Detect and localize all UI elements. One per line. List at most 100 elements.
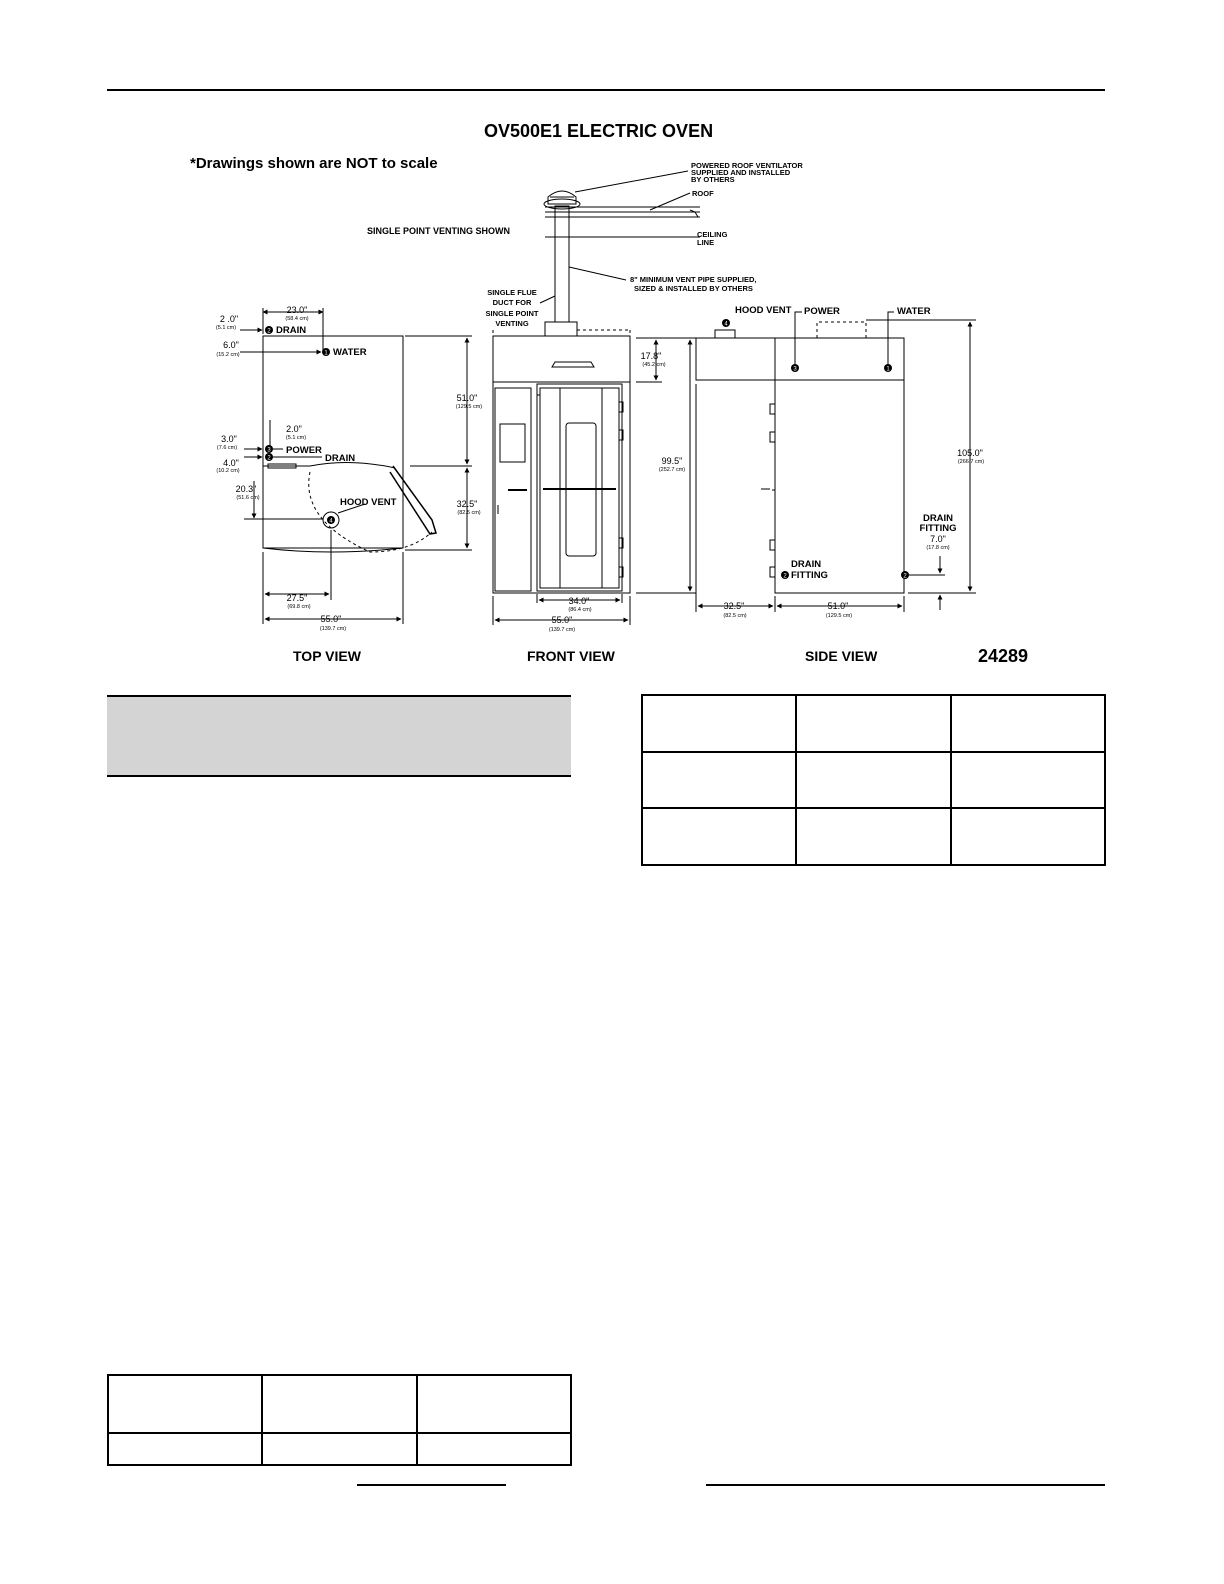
svg-text:POWERED ROOF VENTILATOR: POWERED ROOF VENTILATOR	[691, 161, 803, 170]
svg-text:3: 3	[793, 367, 797, 373]
front-view-labels: 17.8" (45.2 cm) 99.5" (252.7 cm) 34.0" (…	[549, 351, 685, 633]
svg-text:1: 1	[886, 367, 890, 373]
svg-text:SINGLE POINT VENTING SHOWN: SINGLE POINT VENTING SHOWN	[367, 226, 510, 236]
table-cell	[415, 1432, 573, 1466]
svg-text:6.0": 6.0"	[223, 340, 239, 350]
grey-header-block	[107, 695, 571, 777]
svg-text:(15.2 cm): (15.2 cm)	[216, 352, 239, 358]
svg-text:27.5": 27.5"	[287, 593, 308, 603]
svg-text:SINGLE FLUE: SINGLE FLUE	[487, 288, 537, 297]
table-cell	[949, 807, 1107, 866]
svg-text:51.0": 51.0"	[828, 601, 849, 611]
table-cell	[795, 694, 952, 753]
svg-text:105.0": 105.0"	[957, 448, 983, 458]
table-cell	[640, 807, 798, 866]
svg-text:55.0": 55.0"	[321, 614, 342, 624]
top-view-label: TOP VIEW	[293, 648, 361, 664]
scale-note: *Drawings shown are NOT to scale	[190, 155, 438, 172]
svg-text:2 .0": 2 .0"	[220, 314, 238, 324]
svg-text:(82.5 cm): (82.5 cm)	[723, 613, 746, 619]
svg-text:(252.7 cm): (252.7 cm)	[659, 467, 685, 473]
svg-text:VENTING: VENTING	[495, 319, 529, 328]
svg-text:23.0": 23.0"	[287, 305, 308, 315]
svg-text:POWER: POWER	[804, 306, 840, 317]
svg-text:WATER: WATER	[897, 306, 931, 317]
svg-text:HOOD VENT: HOOD VENT	[340, 497, 397, 508]
svg-text:(51.6 cm): (51.6 cm)	[236, 495, 259, 501]
svg-text:POWER: POWER	[286, 445, 322, 456]
svg-text:FITTING: FITTING	[791, 570, 828, 581]
svg-text:3: 3	[267, 448, 271, 454]
svg-text:DRAIN: DRAIN	[923, 513, 953, 524]
svg-text:(129.5 cm): (129.5 cm)	[456, 404, 482, 410]
svg-text:(5.1 cm): (5.1 cm)	[216, 325, 236, 331]
oven-drawing: 2 1 3 2 4 4 3 1 2 2 POWERED ROOF VENTILA…	[216, 161, 984, 633]
svg-text:32.5": 32.5"	[457, 499, 478, 509]
svg-text:WATER: WATER	[333, 347, 367, 358]
svg-text:CEILING: CEILING	[697, 230, 728, 239]
svg-text:LINE: LINE	[697, 238, 714, 247]
svg-text:32.5": 32.5"	[724, 601, 745, 611]
svg-text:8" MINIMUM VENT PIPE SUPPLIED,: 8" MINIMUM VENT PIPE SUPPLIED,	[630, 275, 757, 284]
svg-text:DRAIN: DRAIN	[325, 453, 355, 464]
table-cell	[949, 750, 1107, 810]
svg-text:(45.2 cm): (45.2 cm)	[642, 362, 665, 368]
table-cell	[261, 1432, 418, 1466]
side-view-labels: HOOD VENT POWER WATER 105.0" (266.7 cm) …	[723, 305, 984, 619]
table-cell	[415, 1374, 573, 1434]
markers: 2 1 3 2 4 4 3 1 2 2	[265, 319, 909, 580]
svg-text:1: 1	[324, 351, 328, 357]
top-view-labels: DRAIN WATER POWER DRAIN HOOD VENT 23.0" …	[216, 305, 482, 632]
front-view-label: FRONT VIEW	[527, 648, 615, 664]
svg-text:99.5": 99.5"	[662, 456, 683, 466]
top-view-drawing	[240, 308, 472, 624]
svg-text:(5.1 cm): (5.1 cm)	[286, 435, 306, 441]
side-view-label: SIDE VIEW	[805, 648, 878, 664]
svg-text:(69.8 cm): (69.8 cm)	[287, 604, 310, 610]
table-cell	[261, 1374, 418, 1434]
svg-text:4: 4	[724, 322, 728, 328]
svg-text:7.0": 7.0"	[930, 534, 946, 544]
table-cell	[106, 1432, 264, 1466]
svg-text:17.8": 17.8"	[641, 351, 662, 361]
svg-text:(17.8 cm): (17.8 cm)	[926, 545, 949, 551]
table-cell	[795, 807, 952, 866]
svg-text:4.0": 4.0"	[223, 458, 239, 468]
svg-text:SIZED & INSTALLED BY OTHERS: SIZED & INSTALLED BY OTHERS	[634, 284, 753, 293]
svg-text:(58.4 cm): (58.4 cm)	[285, 316, 308, 322]
svg-text:(82.5 cm): (82.5 cm)	[457, 510, 480, 516]
svg-text:BY OTHERS: BY OTHERS	[691, 175, 735, 184]
svg-text:(266.7 cm): (266.7 cm)	[958, 459, 984, 465]
header-rule	[107, 89, 1105, 91]
svg-text:3.0": 3.0"	[221, 434, 237, 444]
svg-text:(86.4 cm): (86.4 cm)	[568, 607, 591, 613]
svg-text:DRAIN: DRAIN	[791, 559, 821, 570]
svg-text:(129.5 cm): (129.5 cm)	[826, 613, 852, 619]
svg-text:(7.6 cm): (7.6 cm)	[217, 445, 237, 451]
drawing-title: OV500E1 ELECTRIC OVEN	[484, 121, 714, 141]
empty-table-bottom	[106, 1374, 573, 1466]
svg-text:51.0": 51.0"	[457, 393, 478, 403]
callout-texts: POWERED ROOF VENTILATOR SUPPLIED AND INS…	[367, 161, 803, 328]
svg-text:FITTING: FITTING	[920, 523, 957, 534]
footer-rule-left	[357, 1484, 506, 1486]
table-cell	[106, 1374, 264, 1434]
front-view-drawing	[492, 321, 696, 625]
footer-rule-right	[706, 1484, 1105, 1486]
svg-text:2: 2	[267, 456, 271, 462]
table-cell	[640, 750, 798, 810]
svg-text:DUCT FOR: DUCT FOR	[493, 298, 532, 307]
drawing-number: 24289	[978, 646, 1029, 666]
svg-text:2: 2	[783, 574, 787, 580]
table-cell	[640, 694, 798, 753]
svg-text:2: 2	[267, 329, 271, 335]
svg-text:2: 2	[903, 574, 907, 580]
side-view-drawing	[695, 311, 976, 612]
svg-text:(139.7 cm): (139.7 cm)	[320, 626, 346, 632]
svg-text:4: 4	[329, 519, 333, 525]
table-cell	[795, 750, 952, 810]
svg-text:(10.2 cm): (10.2 cm)	[216, 468, 239, 474]
svg-text:34.0": 34.0"	[569, 596, 590, 606]
svg-text:2.0": 2.0"	[286, 424, 302, 434]
svg-text:HOOD VENT: HOOD VENT	[735, 305, 792, 316]
